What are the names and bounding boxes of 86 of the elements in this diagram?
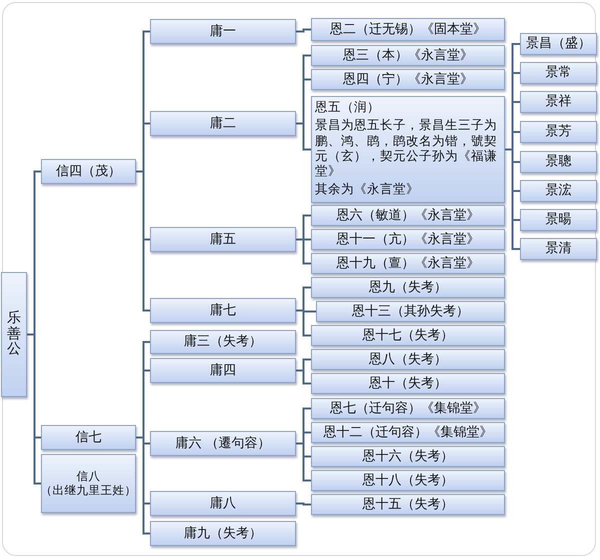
- person-box: [311, 253, 505, 274]
- person-box: [311, 446, 505, 467]
- person-box: [311, 398, 505, 419]
- person-box: [150, 111, 296, 136]
- person-box: [150, 330, 296, 354]
- person-name: 乐善公: [7, 311, 21, 358]
- person-box: [150, 298, 296, 323]
- person-name: 恩十七（失考）: [362, 328, 454, 344]
- person-name: 庸二: [210, 116, 236, 132]
- connector-line: [296, 238, 311, 264]
- note-text: 其余为《永言堂》: [315, 181, 419, 196]
- connector-line: [296, 502, 311, 506]
- person-name: 庸六 （遷句容）: [175, 436, 271, 452]
- person-box: [520, 33, 597, 55]
- person-box: [41, 454, 136, 513]
- person-name: 恩七（迁句容）《集锦堂》: [330, 400, 486, 416]
- person-box: [311, 277, 505, 298]
- person-name: 庸八: [210, 496, 236, 512]
- person-name: 庸五: [210, 232, 236, 248]
- person-name: 景聰: [546, 154, 572, 170]
- person-box: [41, 159, 136, 184]
- person-name: 恩二（迁无锡）《固本堂》: [330, 22, 486, 38]
- person-box: [311, 470, 505, 491]
- person-box: [311, 205, 505, 226]
- person-name: 恩十二（迁句容）《集锦堂》: [324, 424, 492, 440]
- person-box: [520, 209, 597, 231]
- person-box: [520, 62, 597, 84]
- person-name: 恩十九（亶）《永言堂》: [336, 256, 480, 272]
- person-box: [150, 521, 296, 546]
- person-name: 恩四（宁）《永言堂》: [343, 72, 473, 88]
- person-name: 恩九（失考）: [369, 280, 447, 296]
- person-name: 景清: [546, 241, 572, 257]
- person-name: 庸四: [210, 362, 236, 378]
- person-name: 恩十一（亢）《永言堂》: [336, 232, 480, 248]
- connector-line: [296, 122, 311, 150]
- person-box: [150, 431, 296, 456]
- person-name: 恩五（润）: [315, 99, 380, 114]
- person-name: 景暘: [546, 212, 572, 228]
- connector-line: [27, 334, 41, 484]
- note-text: （出继九里王姓）: [40, 484, 136, 498]
- person-name: 恩十五（失考）: [362, 496, 454, 512]
- connector-line: [296, 370, 311, 384]
- person-box: [150, 227, 296, 252]
- person-box: [311, 422, 505, 443]
- person-box: [520, 91, 597, 113]
- person-name: 景浤: [546, 183, 572, 199]
- person-box: [150, 358, 296, 383]
- person-box: [41, 425, 136, 450]
- person-box: [311, 349, 505, 370]
- person-name: 信四（茂）: [56, 164, 121, 180]
- person-name: 景芳: [546, 124, 572, 140]
- person-box: [520, 180, 597, 202]
- person-name: 庸三（失考）: [184, 334, 262, 350]
- person-box: [1, 272, 27, 397]
- person-name: 恩十（失考）: [369, 376, 447, 392]
- person-box: [311, 494, 505, 515]
- person-box: [311, 325, 505, 346]
- person-box: [311, 18, 505, 41]
- person-box: [311, 69, 505, 90]
- person-box: [311, 229, 505, 250]
- person-box: [150, 491, 296, 516]
- person-name: 恩十三（其孙失考）: [352, 304, 469, 320]
- person-box: [311, 96, 505, 203]
- person-name: 景常: [546, 65, 572, 81]
- person-name: 景昌（盛）: [526, 36, 591, 52]
- person-box: [311, 45, 505, 66]
- person-box: [311, 373, 505, 394]
- person-box: [316, 301, 505, 322]
- person-box: [520, 151, 597, 173]
- note-text: 景昌为恩五长子，景昌生三子为鹏、鸿、鹍，鹍改名为锴，號契元（玄），契元公子孙为《福谦堂》: [315, 117, 498, 178]
- person-name: 庸一: [210, 24, 236, 40]
- person-name: 恩六（敏道）《永言堂》: [336, 208, 480, 224]
- connector-line: [296, 442, 311, 482]
- person-name: 景祥: [546, 94, 572, 110]
- person-name: 恩十六（失考）: [362, 448, 454, 464]
- person-name: 庸九（失考）: [184, 526, 262, 542]
- person-box: [520, 121, 597, 143]
- person-box: [150, 19, 296, 44]
- person-name: 恩十八（失考）: [362, 472, 454, 488]
- person-name: 庸七: [210, 302, 236, 318]
- person-name: 恩三（本）《永言堂》: [343, 48, 473, 64]
- person-name: 恩八（失考）: [369, 352, 447, 368]
- person-box: [520, 238, 597, 260]
- person-name: 信七: [76, 430, 102, 446]
- person-name: 信八: [76, 470, 100, 484]
- connector-line: [296, 28, 311, 32]
